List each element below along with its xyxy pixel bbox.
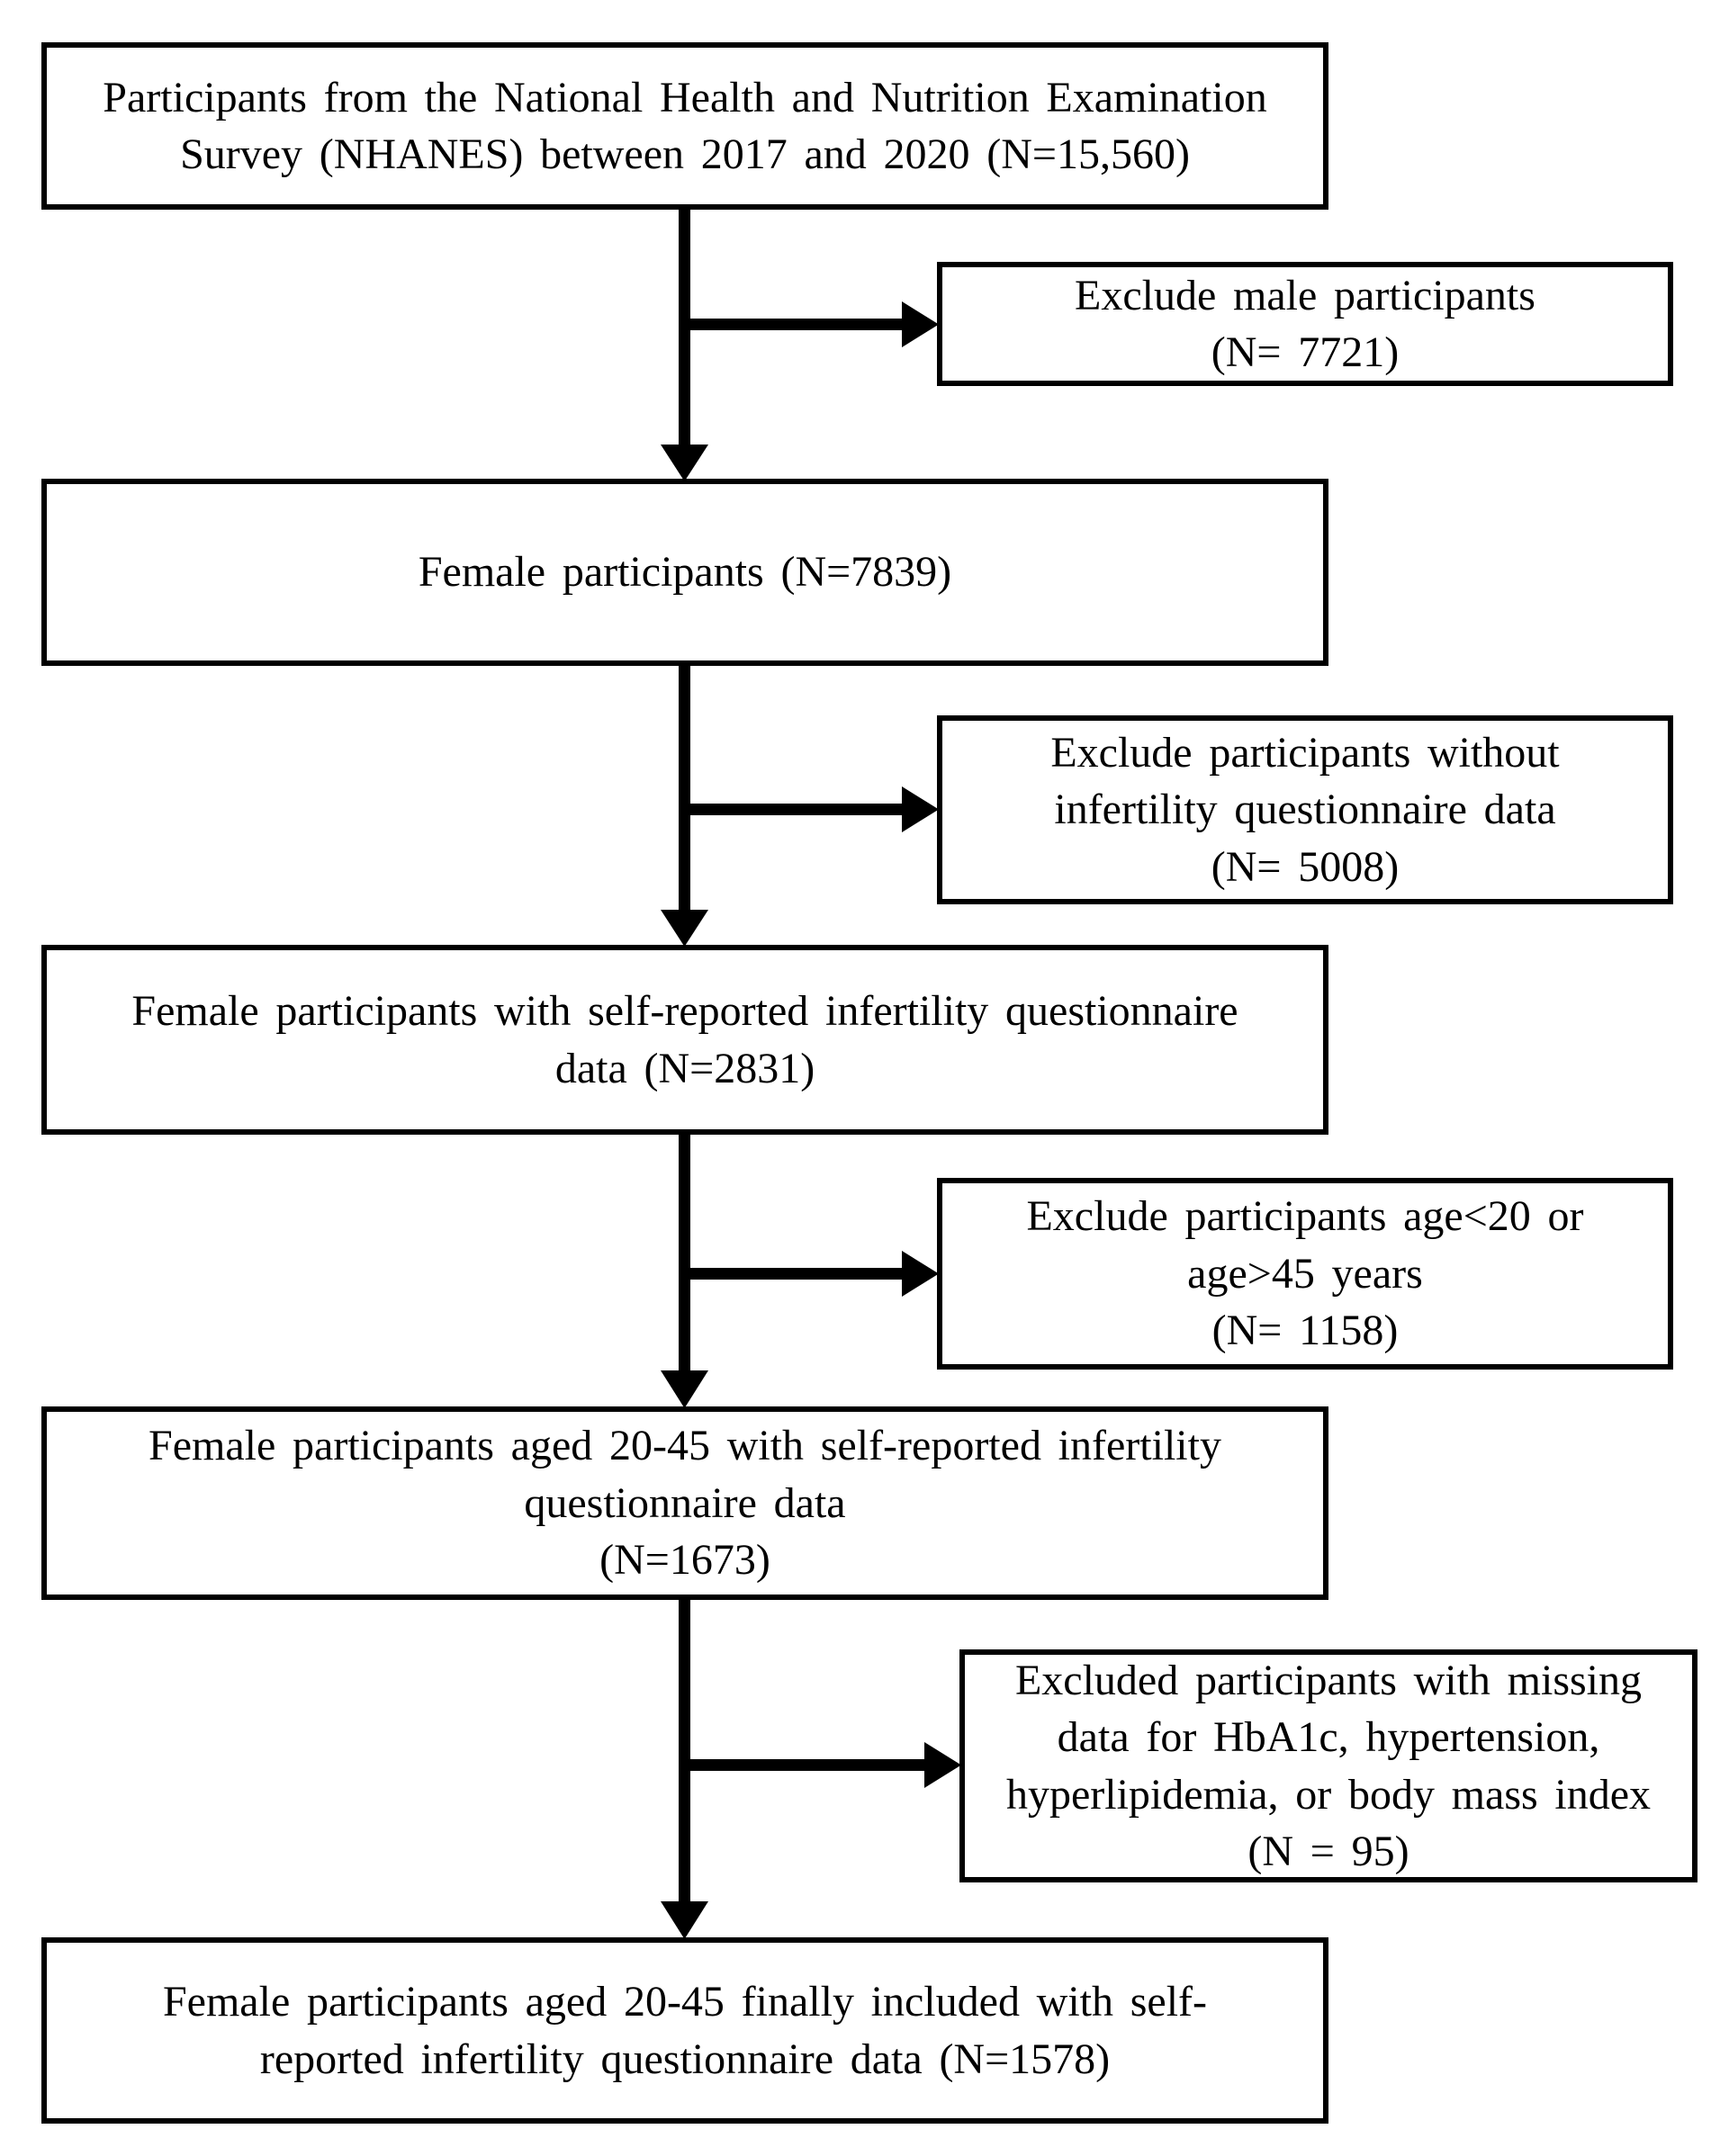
flow-step-female-aged-20-45: Female participants aged 20-45 with self… [41,1406,1328,1600]
arrow-step2-to-step3 [661,663,708,947]
flow-step-final-included-label: Female participants aged 20-45 finally i… [162,1978,1208,2083]
flow-exclusion-without-questionnaire: Exclude participants without infertility… [937,715,1673,904]
flow-exclusion-age-range-label: Exclude participants age<20 or age>45 ye… [1026,1192,1584,1355]
flow-exclusion-without-questionnaire-label: Exclude participants without infertility… [1050,728,1560,891]
flow-step-female-participants-label: Female participants (N=7839) [418,548,952,597]
flow-step-female-with-questionnaire-label: Female participants with self-reported i… [131,987,1238,1092]
arrow-to-exclude-missing-data [679,1742,961,1788]
flow-exclusion-male-label: Exclude male participants (N= 7721) [1075,271,1535,376]
arrow-step3-to-step4 [661,1132,708,1408]
flow-step-female-aged-20-45-label: Female participants aged 20-45 with self… [149,1422,1221,1585]
arrow-to-exclude-male [679,301,939,347]
arrow-to-exclude-age-range [679,1251,939,1297]
arrow-step4-to-step5 [661,1597,708,1939]
flow-step-nhanes-participants-label: Participants from the National Health an… [103,73,1267,178]
arrow-step1-to-step2 [661,207,708,481]
arrow-to-exclude-without-questionnaire [679,786,939,832]
flow-exclusion-missing-data: Excluded participants with missing data … [959,1649,1697,1882]
flow-exclusion-age-range: Exclude participants age<20 or age>45 ye… [937,1178,1673,1370]
flow-step-female-participants: Female participants (N=7839) [41,479,1328,666]
flow-exclusion-missing-data-label: Excluded participants with missing data … [1005,1656,1652,1875]
flow-step-female-with-questionnaire: Female participants with self-reported i… [41,945,1328,1135]
flow-step-final-included: Female participants aged 20-45 finally i… [41,1937,1328,2124]
flow-step-nhanes-participants: Participants from the National Health an… [41,42,1328,210]
flow-exclusion-male: Exclude male participants (N= 7721) [937,262,1673,386]
